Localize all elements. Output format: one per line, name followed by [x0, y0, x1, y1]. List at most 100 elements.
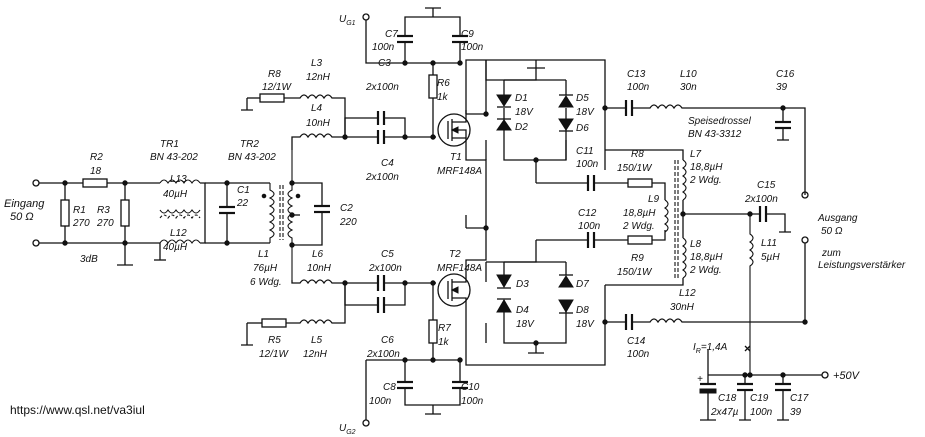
label-l12-value: 40µH: [163, 242, 188, 253]
label-t1: T1: [450, 152, 462, 163]
label-c5: C5: [381, 249, 394, 260]
label-c3-value: 2x100n: [365, 82, 399, 93]
label-l11: L11: [761, 238, 777, 249]
transformer-tr2: [261, 150, 301, 280]
label-zum: zum: [821, 248, 841, 259]
diode-bridge-upper: [465, 59, 606, 183]
label-ausgang-z: 50 Ω: [821, 226, 843, 237]
label-c7-value: 100n: [372, 42, 395, 53]
label-c10: C10: [461, 382, 480, 393]
label-c11-value: 100n: [576, 159, 599, 170]
upper-feedback: [536, 175, 666, 200]
label-l5: L5: [311, 335, 323, 346]
label-l13: L13: [170, 174, 187, 185]
label-d8: D8: [576, 305, 589, 316]
label-d1-value: 18V: [515, 107, 534, 118]
label-l8-value: 18,8µH: [690, 252, 723, 263]
capacitor-c1: [205, 180, 270, 246]
label-r8-gate: R8: [268, 69, 281, 80]
diode-bridge-lower: [465, 240, 606, 366]
component-labels: Eingang 50 Ω 3dB R2 18 R1 270 R3 270 TR1…: [4, 14, 906, 436]
label-t1-value: MRF148A: [437, 166, 482, 177]
resistor-r8-gate: [259, 93, 285, 103]
label-c6-value: 2x100n: [366, 349, 400, 360]
ug1-terminal: [362, 13, 370, 21]
label-c9: C9: [461, 29, 474, 40]
label-r2-value: 18: [90, 166, 102, 177]
label-l6: L6: [312, 249, 324, 260]
resistor-r1: [60, 199, 70, 227]
label-r3: R3: [97, 205, 110, 216]
label-l8-windings: 2 Wdg.: [689, 265, 722, 276]
label-r8-feedback: R8: [631, 149, 644, 160]
label-d1: D1: [515, 93, 528, 104]
label-r7-value: 1k: [438, 337, 450, 348]
label-c14-value: 100n: [627, 349, 650, 360]
resistor-r9: [627, 235, 653, 245]
balun-tr1: [154, 179, 206, 261]
label-l12-output: L12: [679, 288, 696, 299]
label-r9-value: 150/1W: [617, 267, 653, 278]
label-tr2: TR2: [240, 139, 259, 150]
label-plus-50v: +50V: [833, 370, 861, 382]
lower-feedback: [536, 230, 666, 248]
label-ug2: UG2: [339, 423, 356, 436]
label-t2: T2: [449, 249, 461, 260]
lower-bias-network: [362, 280, 468, 427]
label-c3: C3: [378, 58, 391, 69]
feed-choke: [605, 149, 750, 286]
mosfet-t2: [437, 270, 471, 310]
label-l1: L1: [258, 249, 269, 260]
label-r8-gate-value: 12/1W: [262, 82, 292, 93]
label-d8-value: 18V: [576, 319, 595, 330]
label-c16: C16: [776, 69, 795, 80]
label-speisedrossel: Speisedrossel: [688, 116, 752, 127]
label-r5-value: 12/1W: [259, 349, 289, 360]
label-d4-value: 18V: [516, 319, 535, 330]
label-c2-value: 220: [339, 217, 357, 228]
label-l12-output-value: 30nH: [670, 302, 695, 313]
label-c4-value: 2x100n: [365, 172, 399, 183]
label-ug1: UG1: [339, 14, 356, 27]
label-l3: L3: [311, 58, 323, 69]
label-l4: L4: [311, 103, 323, 114]
label-c7: C7: [385, 29, 398, 40]
label-c4: C4: [381, 158, 394, 169]
resistor-r2: [82, 178, 108, 188]
capacitor-c2: [289, 180, 330, 248]
label-d2: D2: [515, 122, 528, 133]
label-c5-value: 2x100n: [368, 263, 402, 274]
label-d5: D5: [576, 93, 589, 104]
label-eingang: Eingang: [4, 198, 45, 210]
label-r1: R1: [73, 205, 86, 216]
label-r8-feedback-value: 150/1W: [617, 163, 653, 174]
label-l4-value: 10nH: [306, 118, 331, 129]
label-c12-value: 100n: [578, 221, 601, 232]
label-l1-windings: 6 Wdg.: [250, 277, 282, 288]
label-ir: IR=1,4A: [693, 342, 728, 355]
label-r3-value: 270: [96, 218, 114, 229]
label-l8: L8: [690, 239, 702, 250]
upper-output-path: [602, 100, 809, 199]
label-c1: C1: [237, 185, 250, 196]
watermark-box: [0, 378, 238, 437]
label-c13: C13: [627, 69, 646, 80]
label-c18: C18: [718, 393, 737, 404]
input-terminal: [32, 179, 40, 187]
label-leistungsverstaerker: Leistungsverstärker: [818, 260, 906, 271]
label-c15-value: 2x100n: [744, 194, 778, 205]
resistor-r7: [428, 319, 438, 344]
label-d6: D6: [576, 123, 589, 134]
resistor-r6: [428, 74, 438, 99]
label-c15: C15: [757, 180, 776, 191]
label-r1-value: 270: [72, 218, 90, 229]
label-c17: C17: [790, 393, 809, 404]
label-tr1-value: BN 43-202: [150, 152, 198, 163]
label-c8-value: 100n: [369, 396, 392, 407]
supply-terminal: [821, 371, 829, 379]
label-l10: L10: [680, 69, 697, 80]
label-r5: R5: [268, 335, 281, 346]
label-l12: L12: [170, 228, 187, 239]
output-terminal: [801, 191, 809, 199]
